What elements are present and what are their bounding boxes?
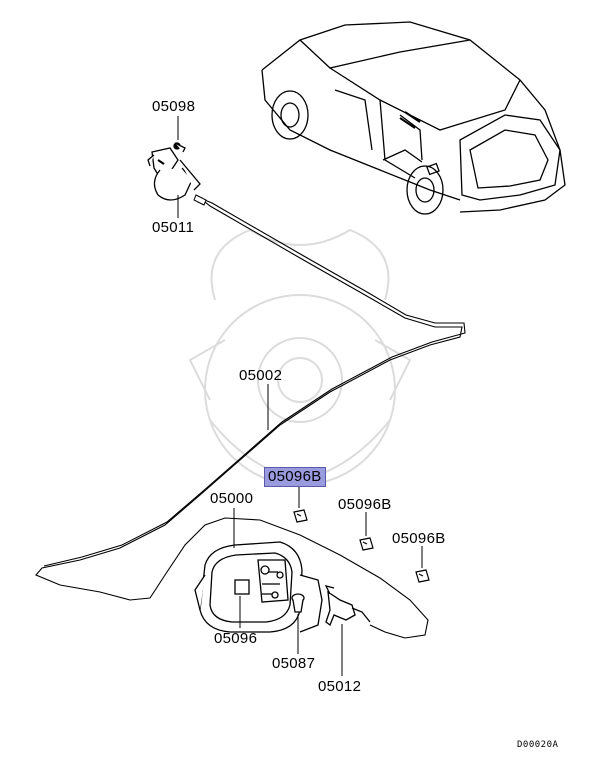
part-label-05096b-highlighted[interactable]: 05096B [264, 467, 326, 487]
watermark-emblem [188, 228, 412, 486]
car-illustration [261, 21, 566, 215]
diagram-code: D00020A [517, 740, 559, 750]
part-label-05098[interactable]: 05098 [152, 98, 196, 115]
part-label-05000[interactable]: 05000 [210, 490, 254, 507]
release-lever-part [147, 142, 201, 201]
part-label-05011[interactable]: 05011 [152, 219, 195, 236]
part-label-05096b[interactable]: 05096B [392, 530, 446, 547]
bushing-part [291, 593, 305, 613]
part-label-05096b[interactable]: 05096B [338, 496, 392, 513]
fuel-lid-part [194, 541, 323, 633]
release-cable [35, 197, 466, 639]
clip-parts [293, 509, 430, 583]
latch-part [324, 585, 371, 627]
part-label-05012[interactable]: 05012 [318, 678, 362, 695]
part-label-05002[interactable]: 05002 [239, 367, 283, 384]
part-label-05096[interactable]: 05096 [214, 630, 258, 647]
part-label-05087[interactable]: 05087 [272, 655, 316, 672]
